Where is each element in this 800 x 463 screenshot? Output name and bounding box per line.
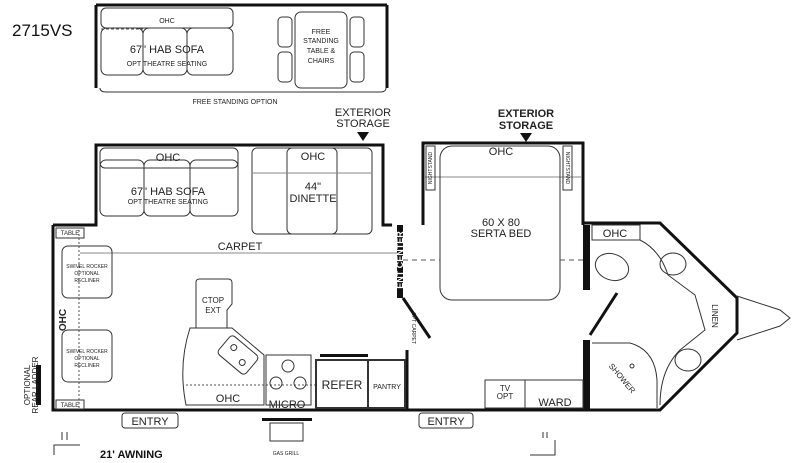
rocker-label: RECLINER xyxy=(74,363,100,369)
rear-ladder-label: OPTIONAL xyxy=(23,364,32,405)
dinette-label: 44" xyxy=(305,181,321,193)
rocker-label: RECLINER xyxy=(74,278,100,284)
ctop-label: EXT xyxy=(205,306,221,315)
table-label: TABLE xyxy=(61,231,80,237)
hitch-icon xyxy=(736,295,791,341)
nightstand-label: NIGHTSTAND xyxy=(564,152,570,185)
kitchen: CTOP EXT OHC MICRO REFER PANTRY xyxy=(182,278,406,411)
shower-label: SHOWER xyxy=(607,362,637,396)
rear-ladder-label: REAR LADDER xyxy=(31,356,40,413)
storage-arrow-icon xyxy=(357,132,369,141)
ohc-label: OHC xyxy=(156,152,181,164)
pantry-label: PANTRY xyxy=(373,384,401,391)
carpet-label: CARPET xyxy=(218,241,263,253)
refer-label: REFER xyxy=(322,378,363,392)
rocker-label: SWIVEL ROCKER xyxy=(66,349,108,355)
exterior-storage-label: STORAGE xyxy=(336,118,390,130)
rocker-label: OPTIONAL xyxy=(74,356,100,362)
inset-caption: FREE STANDING OPTION xyxy=(192,99,277,106)
nightstand-label: NIGHTSTAND xyxy=(428,152,434,185)
inset-ohc-label: OHC xyxy=(159,18,175,25)
entry-label: ENTRY xyxy=(427,416,465,428)
opt-carpet-label: OPT CARPET xyxy=(410,312,416,344)
ohc-label: OHC xyxy=(603,228,628,240)
table-label: TABLE xyxy=(61,403,80,409)
awning-label: 21' AWNING xyxy=(100,449,163,461)
inset-table-line: FREE xyxy=(312,29,331,36)
ohc-label: OHC xyxy=(301,151,326,163)
micro-label: MICRO xyxy=(269,399,306,411)
inset-sofa-option: OPT THEATRE SEATING xyxy=(127,61,207,68)
inset-sofa-label: 67" HAB SOFA xyxy=(130,44,205,56)
gas-grill-label: GAS GRILL xyxy=(273,451,300,457)
bedroom: OHC NIGHTSTAND NIGHTSTAND 60 X 80 SERTA … xyxy=(395,145,584,409)
living-area: CARPET TABLE TABLE OHC SWIVEL ROCKER OPT… xyxy=(23,227,397,413)
bed-label: 60 X 80 xyxy=(482,217,520,229)
awning-icon xyxy=(530,432,556,456)
ent-center-label: ENT CENTER xyxy=(395,231,405,289)
slideout: OHC 67" HAB SOFA OPT THEATRE SEATING OHC… xyxy=(99,147,373,235)
exterior-storage-label: EXTERIOR xyxy=(335,107,391,119)
ohc-label: OHC xyxy=(216,393,241,405)
linen-label: LINEN xyxy=(710,304,719,328)
ohc-label: OHC xyxy=(58,309,69,331)
tv-label: OPT xyxy=(497,392,514,401)
exterior-storage-label: STORAGE xyxy=(499,120,553,132)
rocker-label: OPTIONAL xyxy=(74,271,100,277)
walls xyxy=(36,141,739,412)
exterior-storage-label: EXTERIOR xyxy=(498,108,554,120)
rocker-label: SWIVEL ROCKER xyxy=(66,264,108,270)
dinette-label: DINETTE xyxy=(289,193,336,205)
inset-table-line: CHAIRS xyxy=(308,58,335,65)
ward-label: WARD xyxy=(538,397,571,409)
ctop-label: CTOP xyxy=(202,296,224,305)
inset-free-standing-option: OHC 67" HAB SOFA OPT THEATRE SEATING FRE… xyxy=(94,3,389,106)
sofa-option-label: OPT THEATRE SEATING xyxy=(128,199,208,206)
bed-label: SERTA BED xyxy=(471,228,532,240)
model-title: 2715VS xyxy=(12,21,73,40)
sofa-label: 67" HAB SOFA xyxy=(131,186,206,198)
entry-label: ENTRY xyxy=(131,416,169,428)
exterior: ENTRY ENTRY GAS GRILL 21' AWNING xyxy=(53,412,556,461)
inset-table-line: STANDING xyxy=(303,38,339,45)
tv-label: TV xyxy=(500,384,511,393)
awning-icon xyxy=(53,432,80,455)
inset-table-line: TABLE & xyxy=(307,48,336,55)
ohc-label: OHC xyxy=(489,146,514,158)
storage-arrow-icon xyxy=(520,133,532,142)
